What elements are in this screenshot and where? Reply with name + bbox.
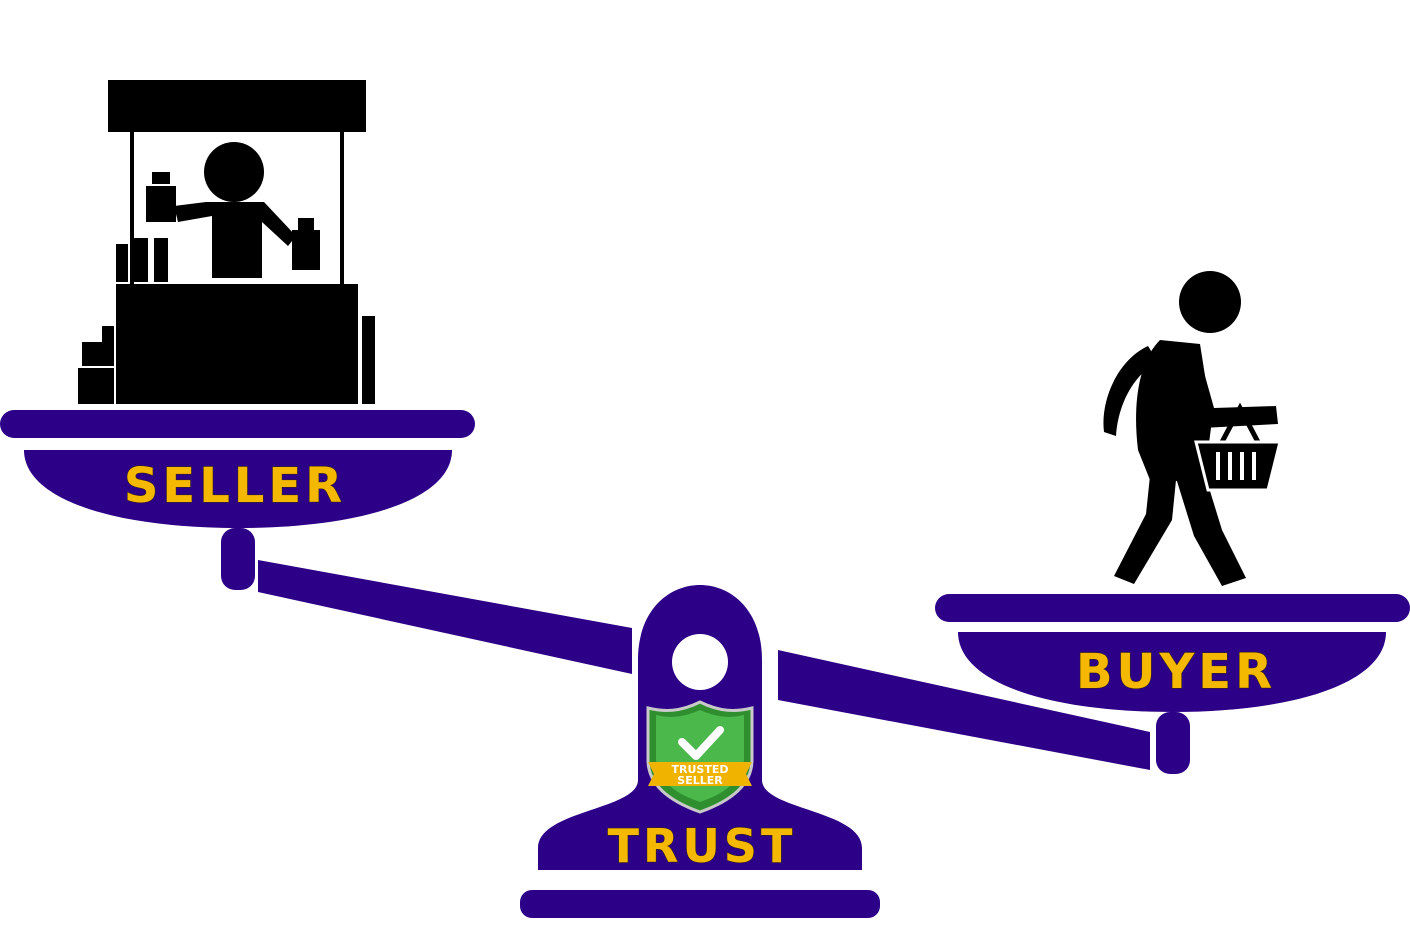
seller-stall-icon <box>78 80 375 404</box>
left-pan-hanger <box>221 528 255 590</box>
seller-label: SELLER <box>124 458 346 514</box>
balance-beam <box>258 560 1150 770</box>
right-pan <box>935 594 1410 712</box>
buyer-label: BUYER <box>1076 644 1276 700</box>
checkmark-icon <box>678 726 724 760</box>
left-pan <box>0 410 475 528</box>
buyer-walking-icon <box>1103 271 1278 586</box>
trusted-seller-badge-icon <box>646 700 754 814</box>
badge-line2: SELLER <box>677 774 723 787</box>
shopping-basket-icon <box>1194 402 1282 492</box>
trust-label: TRUST <box>608 819 797 873</box>
badge-line1: TRUSTED <box>672 763 729 776</box>
right-pan-hanger <box>1156 712 1190 774</box>
fulcrum-base <box>520 890 880 918</box>
